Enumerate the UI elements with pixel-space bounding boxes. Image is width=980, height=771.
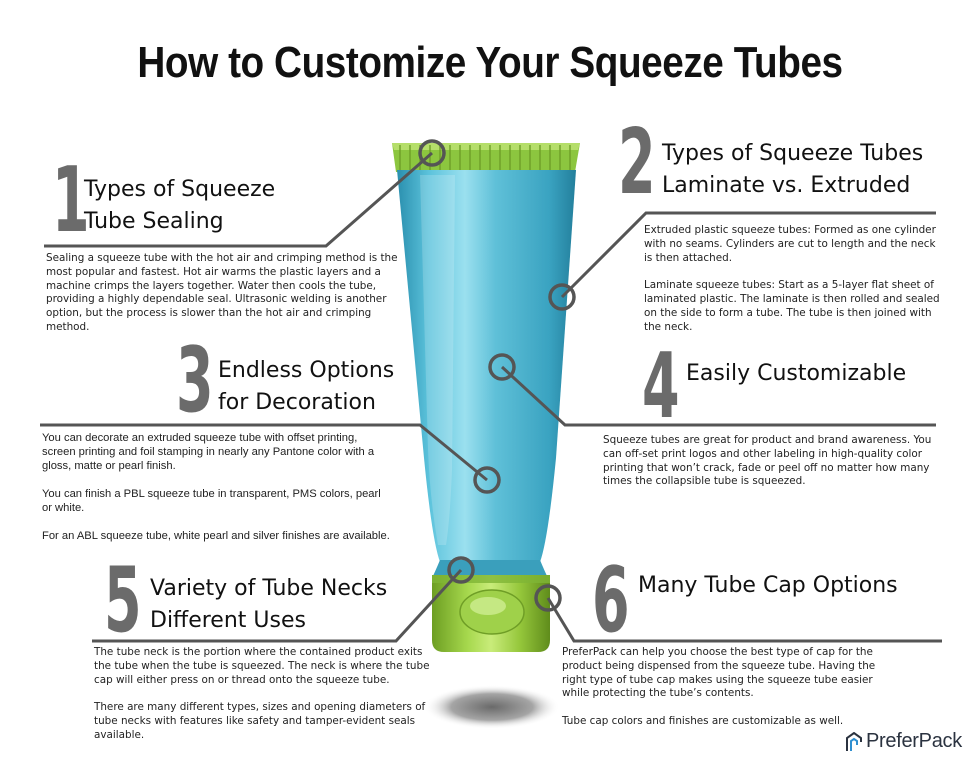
tube-body <box>397 170 576 562</box>
connector-node-6 <box>534 584 562 612</box>
section-4-number: 4 <box>642 334 680 439</box>
section-1-number: 1 <box>52 148 90 253</box>
section-4-text: Squeeze tubes are great for product and … <box>603 434 932 488</box>
section-1-heading: Types of Squeeze Tube Sealing <box>84 177 276 234</box>
section-6-number: 6 <box>592 548 630 653</box>
section-2-number: 2 <box>618 110 656 215</box>
section-3-number: 3 <box>176 328 214 433</box>
connector-line-6 <box>546 597 942 643</box>
section-4-heading: Easily Customizable <box>686 361 907 386</box>
connector-node-3 <box>473 466 501 494</box>
connector-line-3 <box>40 423 488 482</box>
connector-node-4 <box>488 353 516 381</box>
connector-node-5 <box>447 556 475 584</box>
connector-node-1 <box>418 139 446 167</box>
connector-line-4 <box>500 365 936 427</box>
preferpack-logo: PreferPack <box>846 730 962 753</box>
section-5-number: 5 <box>104 548 142 653</box>
section-2-heading: Types of Squeeze Tubes Laminate vs. Extr… <box>662 141 924 198</box>
section-2-text: Extruded plastic squeeze tubes: Formed a… <box>644 224 940 333</box>
section-1-text: Sealing a squeeze tube with the hot air … <box>46 252 398 333</box>
connector-line-5 <box>92 568 463 643</box>
tube-shoulder <box>432 560 548 578</box>
logo-text: PreferPack <box>866 730 962 752</box>
section-6-text: PreferPack can help you choose the best … <box>562 646 876 728</box>
section-5-heading: Variety of Tube Necks Different Uses <box>150 576 388 633</box>
logo-mark-icon <box>846 731 862 751</box>
connector-line-1 <box>44 151 433 248</box>
tube-shadow <box>424 685 560 729</box>
section-6-heading: Many Tube Cap Options <box>638 573 898 598</box>
section-5-text: The tube neck is the portion where the c… <box>94 646 430 741</box>
connector-line-2 <box>560 211 936 299</box>
section-3-text: You can decorate an extruded squeeze tub… <box>42 432 390 542</box>
section-3-heading: Endless Options for Decoration <box>218 358 395 415</box>
connector-node-2 <box>548 283 576 311</box>
page-title: How to Customize Your Squeeze Tubes <box>137 38 843 87</box>
